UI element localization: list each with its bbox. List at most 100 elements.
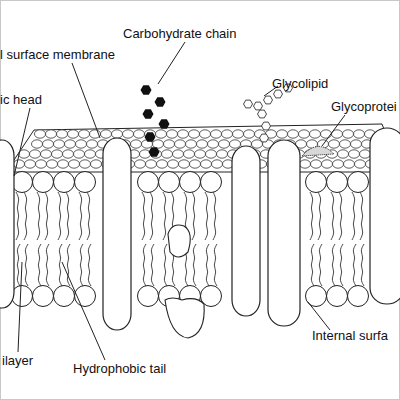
hydrophobic-tail xyxy=(58,192,61,240)
surface-head xyxy=(212,160,223,168)
surface-head xyxy=(168,160,179,168)
surface-head xyxy=(164,140,175,148)
part-label: ilayer xyxy=(2,353,33,368)
surface-head xyxy=(153,140,164,148)
hydrophilic-head xyxy=(327,286,348,307)
hydrophilic-head xyxy=(33,172,54,193)
surface-head xyxy=(30,150,41,158)
surface-head xyxy=(355,160,366,168)
surface-head xyxy=(217,150,228,158)
hydrophobic-tail xyxy=(353,244,356,286)
hydrophobic-tail xyxy=(143,244,146,286)
glycolipid-sugar xyxy=(254,102,263,110)
hydrophobic-tail xyxy=(311,244,314,286)
hydrophilic-head xyxy=(348,286,369,307)
leader-line xyxy=(14,108,30,176)
sugar-unit xyxy=(149,147,160,157)
surface-head xyxy=(211,130,222,138)
surface-head xyxy=(43,140,54,148)
surface-head xyxy=(321,130,332,138)
hydrophobic-tail xyxy=(192,192,195,240)
surface-head xyxy=(338,150,349,158)
glycoprotein-dome xyxy=(302,146,334,156)
glycolipid-sugar xyxy=(260,134,269,142)
surface-head xyxy=(178,130,189,138)
hydrophobic-tail xyxy=(150,192,153,240)
hydrophobic-tail xyxy=(151,244,154,286)
hydrophilic-head xyxy=(159,172,180,193)
surface-head xyxy=(288,130,299,138)
surface-head xyxy=(146,160,157,168)
hydrophilic-head xyxy=(75,172,96,193)
surface-head xyxy=(135,160,146,168)
hydrophilic-head xyxy=(12,286,33,307)
surface-head xyxy=(101,130,112,138)
leader-line xyxy=(322,115,345,146)
glycolipid-sugar xyxy=(274,90,283,98)
integral-protein xyxy=(232,146,260,316)
surface-head xyxy=(354,130,365,138)
surface-head xyxy=(112,130,123,138)
surface-head xyxy=(157,160,168,168)
surface-head xyxy=(167,130,178,138)
membrane-top-surface xyxy=(6,124,398,172)
surface-head xyxy=(80,160,91,168)
channel-protein xyxy=(168,225,190,257)
part-label: Carbohydrate chain xyxy=(123,26,236,41)
part-label: Internal surfa xyxy=(312,328,388,343)
surface-head xyxy=(200,130,211,138)
hydrophobic-tail xyxy=(16,192,19,240)
surface-head xyxy=(68,130,79,138)
hydrophobic-tail xyxy=(361,244,364,286)
hydrophobic-tail xyxy=(318,192,321,240)
surface-head xyxy=(329,140,340,148)
surface-head xyxy=(25,160,36,168)
surface-head xyxy=(32,140,43,148)
glycolipid-sugar xyxy=(264,96,273,104)
glycolipid-sugar xyxy=(244,100,253,108)
surface-head xyxy=(333,160,344,168)
integral-protein xyxy=(268,140,300,326)
surface-head xyxy=(351,140,362,148)
surface-head xyxy=(190,160,201,168)
surface-head xyxy=(195,150,206,158)
hydrophobic-tail xyxy=(45,192,48,240)
hydrophobic-tail xyxy=(352,192,355,240)
surface-head xyxy=(156,130,167,138)
surface-head xyxy=(208,140,219,148)
surface-head xyxy=(46,130,57,138)
carbohydrate-chains xyxy=(141,84,293,157)
surface-head xyxy=(47,160,58,168)
hydrophobic-tail xyxy=(37,192,40,240)
surface-head xyxy=(299,130,310,138)
hydrophobic-tail xyxy=(319,244,322,286)
hydrophobic-tail xyxy=(193,244,196,286)
integral-protein xyxy=(370,128,400,304)
surface-head xyxy=(58,160,69,168)
surface-head xyxy=(189,130,200,138)
surface-head xyxy=(85,150,96,158)
hydrophobic-tail xyxy=(17,244,20,286)
surface-head xyxy=(134,130,145,138)
surface-head xyxy=(65,140,76,148)
surface-head xyxy=(173,150,184,158)
glycolipid-sugar xyxy=(258,110,267,118)
surface-head xyxy=(63,150,74,158)
leader-line xyxy=(308,302,330,330)
hydrophilic-head xyxy=(54,172,75,193)
surface-head xyxy=(206,150,217,158)
hydrophobic-tail xyxy=(66,192,69,240)
hydrophobic-tail xyxy=(80,244,83,286)
hydrophobic-tail xyxy=(205,192,208,240)
hydrophilic-head xyxy=(306,172,327,193)
surface-head xyxy=(222,130,233,138)
hydrophobic-tail xyxy=(25,244,28,286)
surface-head xyxy=(52,150,63,158)
glycolipid-sugar xyxy=(262,122,271,130)
surface-head xyxy=(343,130,354,138)
hydrophilic-heads xyxy=(12,172,369,307)
hydrophobic-tail xyxy=(340,244,343,286)
surface-head xyxy=(219,140,230,148)
integral-protein xyxy=(103,138,131,330)
